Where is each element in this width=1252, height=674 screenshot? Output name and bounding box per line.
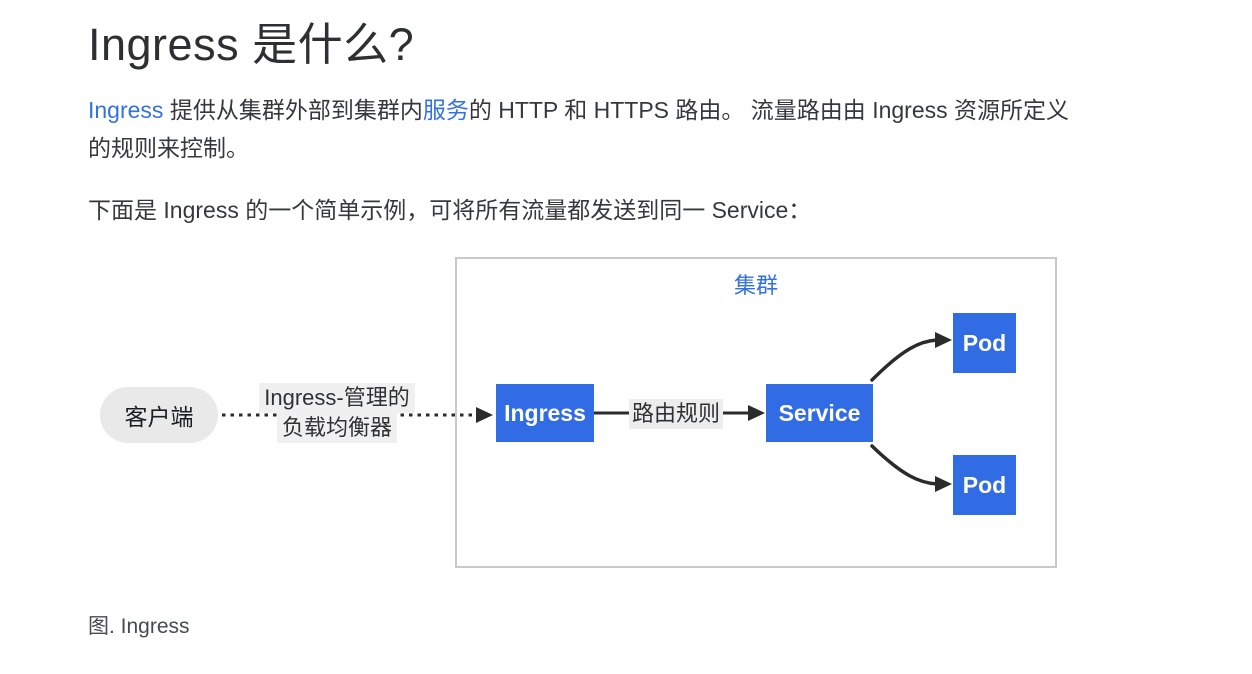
ingress-link[interactable]: Ingress: [88, 97, 164, 123]
client-node: 客户端: [100, 387, 218, 443]
page-title: Ingress 是什么?: [88, 19, 415, 70]
client-node-label: 客户端: [124, 404, 194, 430]
intro-paragraph: Ingress 提供从集群外部到集群内服务的 HTTP 和 HTTPS 路由。 …: [88, 91, 1080, 167]
routing-rule-label: 路由规则: [629, 399, 724, 429]
cluster-label: 集群: [733, 273, 778, 298]
example-intro-paragraph: 下面是 Ingress 的一个简单示例，可将所有流量都发送到同一 Service…: [88, 197, 812, 223]
intro-text-2: 的 HTTP 和 HTTPS 路由。 流量路由由 Ingress 资源所定义的规…: [88, 97, 1070, 161]
cluster-boundary-box: 集群: [455, 257, 1057, 568]
figure-caption: 图. Ingress: [88, 615, 190, 638]
pod-node-top: Pod: [953, 313, 1016, 373]
pod-node-bottom: Pod: [953, 455, 1016, 515]
lb-label-line2: 负载均衡器: [276, 413, 397, 443]
service-node: Service: [766, 384, 873, 442]
lb-label-line1: Ingress-管理的: [259, 383, 415, 413]
service-link[interactable]: 服务: [422, 97, 469, 123]
load-balancer-label: Ingress-管理的 负载均衡器: [242, 383, 432, 443]
intro-text-1: 提供从集群外部到集群内: [163, 97, 423, 123]
ingress-node: Ingress: [496, 384, 594, 442]
